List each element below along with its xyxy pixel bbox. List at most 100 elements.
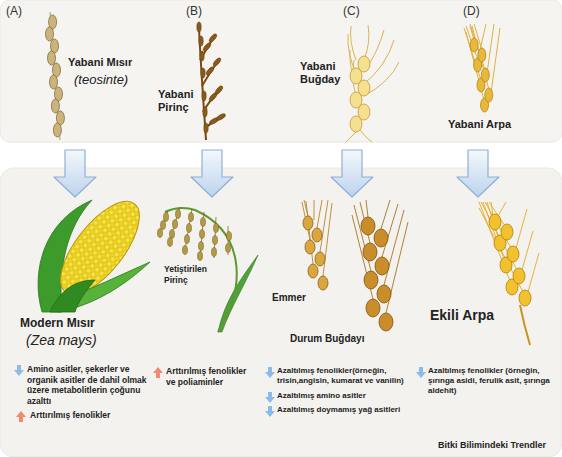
emmer-illustration <box>314 200 315 220</box>
rice-illustration <box>185 235 190 244</box>
maize-illustration <box>50 280 95 312</box>
wild-rice-illustration <box>202 42 212 52</box>
wild-rice-illustration <box>197 22 201 32</box>
block-arrow <box>331 150 373 197</box>
barley-illustration <box>520 305 530 345</box>
durum-wheat-illustration <box>366 299 380 317</box>
wild-wheat-illustration <box>351 26 356 60</box>
wild-barley-illustration <box>480 24 486 50</box>
durum-wheat-illustration <box>366 200 368 217</box>
rice-illustration <box>173 220 178 229</box>
teosinte-illustration <box>50 75 58 89</box>
plant-name: Modern Mısır <box>20 316 95 330</box>
rice-illustration <box>226 244 231 253</box>
wild-plant-group: (A)Yabani Mısır(teosinte) <box>0 4 150 150</box>
source-credit: Bitki Bilimindeki Trendler <box>438 440 546 451</box>
wild-wheat-illustration <box>364 25 369 60</box>
effect-note: Arttırılmış fenolikler <box>30 410 110 421</box>
panel-letter: (C) <box>343 4 360 18</box>
wild-rice-illustration <box>197 22 227 133</box>
rice-illustration <box>189 213 194 222</box>
durum-wheat-illustration <box>384 210 404 285</box>
barley-illustration <box>513 268 525 284</box>
plant-name: Yabani Mısır <box>68 56 132 69</box>
durum-wheat-illustration <box>377 285 391 303</box>
barley-illustration <box>528 253 539 292</box>
rice-illustration <box>158 210 232 261</box>
durum-wheat-illustration <box>352 200 408 313</box>
crop-group: EmmerDurum BuğdayıAzaltılmış fenolikler(… <box>262 197 413 422</box>
durum-wheat-illustration <box>361 217 393 331</box>
wild-rice-illustration <box>199 36 203 46</box>
rice-illustration <box>187 224 192 233</box>
barley-illustration <box>489 214 531 306</box>
rice-illustration <box>161 221 166 230</box>
rice-illustration <box>201 218 206 227</box>
wild-barley-illustration <box>470 38 478 52</box>
wild-rice-illustration <box>201 68 205 78</box>
durum-wheat-illustration <box>381 200 390 229</box>
barley-illustration <box>498 202 506 216</box>
durum-wheat-illustration <box>363 243 377 261</box>
effect-note: Arttırılmış fenolikler ve poliaminler <box>166 366 258 387</box>
decrease-arrow-icon <box>265 406 275 417</box>
emmer-illustration <box>305 240 315 254</box>
wild-barley-illustration <box>464 24 500 100</box>
increase-arrow-icon <box>153 367 163 378</box>
wild-wheat-illustration <box>360 130 372 142</box>
block-arrow <box>191 150 233 197</box>
bottom-panel <box>0 168 562 457</box>
rice-illustration <box>227 232 232 241</box>
barley-illustration <box>489 214 501 230</box>
rice-illustration <box>198 252 203 261</box>
decrease-arrow-icon <box>265 367 275 378</box>
plant-name: Emmer <box>272 292 306 304</box>
wild-plant-group: (C) Yabani Buğday <box>280 4 420 150</box>
teosinte-illustration <box>46 27 54 41</box>
rice-illustration <box>164 213 169 222</box>
rice-illustration <box>170 207 180 240</box>
durum-wheat-illustration <box>375 257 389 275</box>
durum-wheat-illustration <box>361 217 375 235</box>
barley-illustration <box>479 202 539 292</box>
crop-group: Modern Mısır(Zea mays)Amino asitler, şek… <box>5 197 157 425</box>
emmer-illustration <box>308 264 318 278</box>
decrease-arrow-icon <box>14 365 24 376</box>
teosinte-illustration <box>51 99 59 113</box>
decrease-arrow-icon <box>265 392 275 403</box>
wild-wheat-illustration <box>348 34 356 72</box>
plant-name: Yabani Buğday <box>300 60 344 86</box>
rice-illustration <box>212 248 217 257</box>
scientific-name: (teosinte) <box>74 72 128 88</box>
block-arrow <box>54 150 96 197</box>
wild-plant-group: (D)Yabani Arpa <box>420 4 560 150</box>
increase-arrow-icon <box>16 411 26 422</box>
emmer-illustration <box>302 200 332 290</box>
plant-name: Yabani Arpa <box>448 118 511 131</box>
decrease-arrow-icon <box>265 367 275 378</box>
wild-rice-illustration <box>214 85 224 95</box>
barley-illustration <box>501 224 513 240</box>
rice-illustration <box>199 242 204 251</box>
wild-rice-illustration <box>203 107 207 117</box>
rice-illustration <box>200 230 205 239</box>
wild-rice-illustration <box>205 66 215 76</box>
rice-illustration <box>176 210 181 219</box>
effect-note: Azaltılmış doymamış yağ asitleri <box>277 405 400 415</box>
teosinte-illustration <box>53 123 61 137</box>
wild-rice-illustration <box>216 113 227 122</box>
wild-rice-illustration <box>204 123 208 133</box>
wild-wheat-illustration <box>350 56 370 132</box>
wild-rice-illustration <box>199 28 220 140</box>
decrease-arrow-icon <box>265 406 275 417</box>
plant-name: Durum Buğdayı <box>290 333 364 345</box>
rice-illustration <box>158 207 259 332</box>
increase-arrow-icon <box>16 411 26 422</box>
panel-letter: (B) <box>186 4 202 18</box>
wild-barley-illustration <box>464 24 500 112</box>
durum-wheat-illustration <box>364 271 378 289</box>
durum-wheat-illustration <box>374 229 388 247</box>
wild-wheat-illustration <box>346 25 399 142</box>
barley-illustration <box>516 209 527 248</box>
